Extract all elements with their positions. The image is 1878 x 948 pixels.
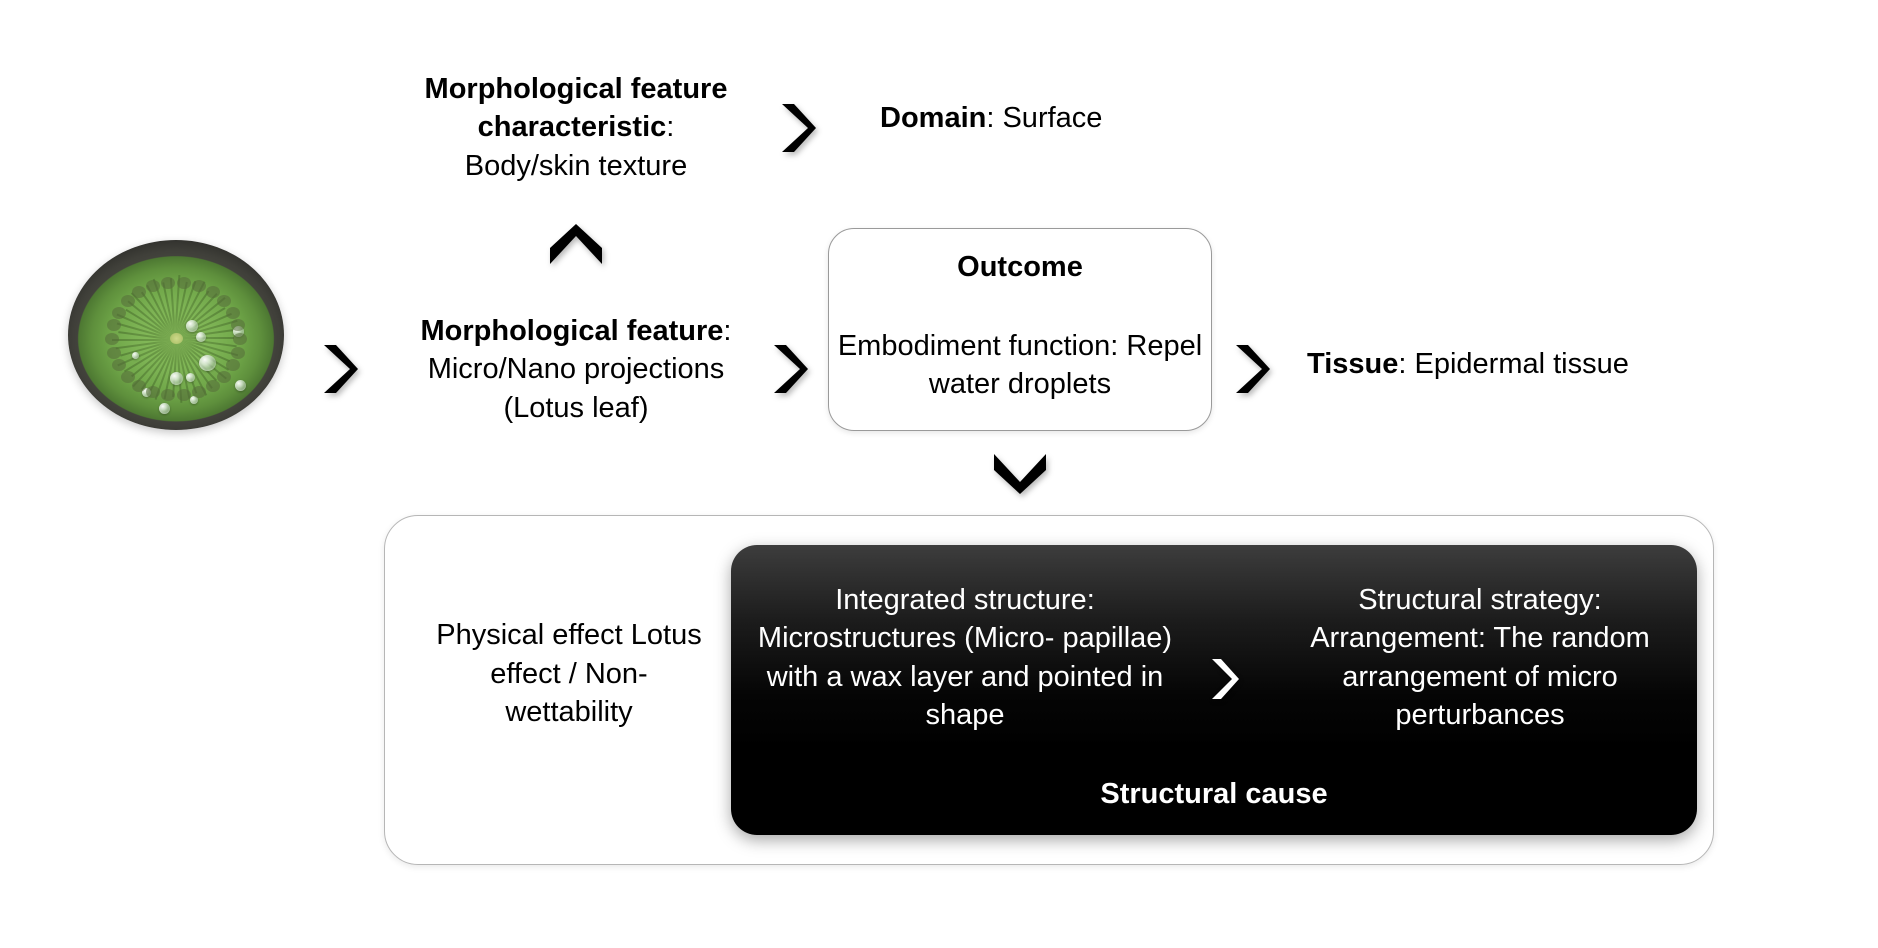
tissue-text: Tissue: Epidermal tissue — [1307, 348, 1629, 380]
structural-strategy-label: Structural strategy: — [1358, 584, 1602, 616]
leaf-center — [169, 333, 183, 345]
embodiment-function-value: Repel water droplets — [928, 330, 1203, 401]
leaf-edge-scallop — [120, 370, 135, 383]
leaf-edge-scallop — [106, 319, 121, 332]
mfc-label-line2: characteristic: — [477, 111, 675, 144]
outcome-title: Outcome — [957, 251, 1083, 283]
lotus-leaf-photo — [68, 240, 284, 430]
integrated-structure-node: Integrated structure: Microstructures (M… — [755, 581, 1175, 734]
chevron-right-icon — [778, 102, 820, 154]
structural-strategy-line3: micro perturbances — [1395, 660, 1618, 731]
integrated-structure-line3: pointed in shape — [925, 660, 1164, 731]
chevron-right-icon — [1208, 657, 1242, 701]
morphological-feature-characteristic-node: Morphological feature characteristic: Bo… — [406, 70, 746, 185]
water-droplet — [186, 320, 198, 332]
chevron-right-icon — [320, 343, 362, 395]
embodiment-function-label: Embodiment function: — [837, 330, 1119, 362]
leaf-edge-scallop — [146, 279, 161, 292]
leaf-edge-scallop — [191, 279, 206, 292]
structural-strategy-node: Structural strategy: Arrangement: The ra… — [1285, 581, 1675, 734]
leaf-edge-scallop — [217, 370, 232, 383]
leaf-edge-scallop — [112, 359, 127, 372]
leaf-edge-scallop — [231, 346, 246, 359]
leaf-edge-scallop — [217, 295, 232, 308]
leaf-edge-scallop — [205, 379, 220, 392]
integrated-structure-line1: Microstructures (Micro- — [757, 622, 1055, 655]
leaf-edge-scallop — [104, 333, 119, 345]
integrated-structure-label: Integrated structure: — [835, 584, 1095, 616]
water-droplet — [196, 332, 206, 342]
mf-label: Morphological feature: — [420, 315, 732, 347]
physical-effect-label: Physical effect — [436, 619, 623, 651]
mfc-value: Body/skin texture — [464, 149, 688, 182]
structural-strategy-line2: random arrangement of — [1342, 622, 1650, 693]
water-droplet — [233, 326, 244, 337]
outcome-body: Embodiment function: Repel water droplet… — [829, 327, 1211, 404]
leaf-edge-scallop — [146, 386, 161, 398]
chevron-right-icon — [770, 343, 812, 395]
leaf-edge-scallop — [176, 276, 191, 289]
leaf-edge-scallop — [205, 286, 220, 299]
water-droplet — [170, 372, 183, 385]
leaf-edge-scallop — [176, 389, 191, 402]
water-droplet — [186, 373, 195, 382]
water-droplet — [235, 380, 246, 391]
leaf-edge-scallop — [191, 386, 206, 398]
leaf-edge-scallop — [112, 306, 127, 319]
water-droplet — [190, 396, 198, 404]
leaf-edge-scallop — [132, 286, 147, 299]
physical-effect-node: Physical effect Lotus effect / Non-wetta… — [435, 616, 703, 732]
mf-value-line2: (Lotus leaf) — [503, 391, 649, 424]
structural-cause-label: Structural cause — [1100, 778, 1328, 810]
mfc-label-line1: Morphological feature — [424, 73, 728, 105]
leaf-edge-scallop — [106, 346, 121, 359]
leaf-edge-scallop — [233, 333, 248, 345]
structural-strategy-line1: Arrangement: The — [1310, 622, 1544, 655]
physical-effect-value-line2: Non-wettability — [505, 657, 648, 729]
water-droplet — [132, 352, 139, 359]
leaf-edge-scallop — [231, 319, 246, 332]
leaf-edge-scallop — [225, 359, 240, 372]
leaf-edge-scallop — [161, 389, 176, 402]
domain-node: Domain: Surface — [880, 99, 1160, 137]
leaf-edge-scallop — [132, 379, 147, 392]
water-droplet — [199, 355, 216, 371]
structural-cause-panel: Integrated structure: Microstructures (M… — [731, 545, 1697, 835]
morphological-feature-node: Morphological feature: Micro/Nano projec… — [404, 312, 748, 427]
chevron-up-icon — [548, 222, 604, 268]
leaf-edge-scallop — [161, 276, 176, 289]
water-droplet — [159, 403, 170, 414]
chevron-down-icon — [992, 450, 1048, 496]
integrated-structure-line2: papillae) with a wax layer and — [766, 622, 1173, 693]
tissue-node: Tissue: Epidermal tissue — [1307, 345, 1727, 383]
mf-value-line1: Micro/Nano projections — [427, 353, 725, 386]
lotus-leaf-image — [68, 240, 284, 430]
outcome-card: Outcome Embodiment function: Repel water… — [828, 228, 1212, 431]
chevron-right-icon — [1232, 343, 1274, 395]
leaf-edge-scallop — [120, 295, 135, 308]
physical-effect-value-line1: Lotus effect / — [490, 619, 702, 690]
leaf-edge-scallop — [225, 306, 240, 319]
domain-text: Domain: Surface — [880, 102, 1103, 134]
